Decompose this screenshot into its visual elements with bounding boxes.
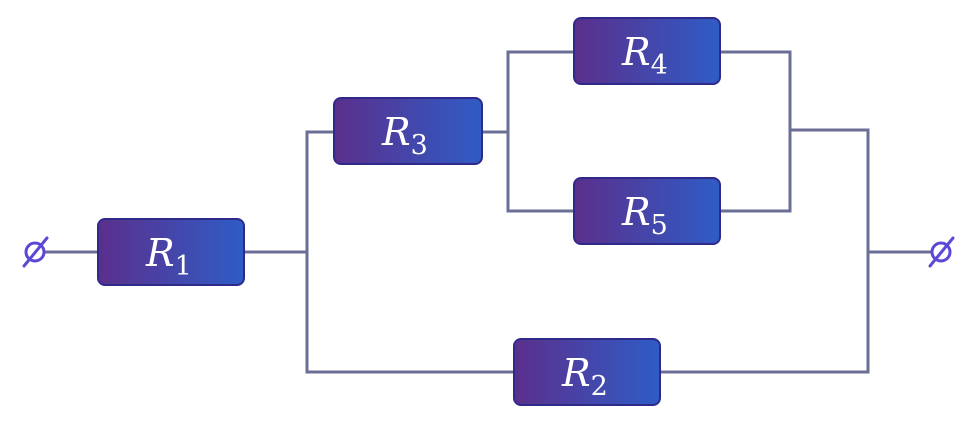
resistor-body xyxy=(573,17,721,85)
resistor-r5[interactable]: R5 xyxy=(573,177,721,245)
terminal-icon xyxy=(928,236,955,268)
resistor-subscript: 1 xyxy=(175,251,192,282)
resistor-subscript: 5 xyxy=(651,210,668,241)
terminal-input[interactable] xyxy=(22,236,49,268)
svg-text:R2: R2 xyxy=(561,351,608,402)
resistor-body xyxy=(573,177,721,245)
svg-text:R4: R4 xyxy=(621,30,668,81)
resistor-symbol: R xyxy=(561,351,591,395)
resistor-symbol: R xyxy=(621,190,651,234)
resistor-subscript: 3 xyxy=(411,130,428,161)
terminal-output[interactable] xyxy=(928,236,955,268)
resistor-body xyxy=(97,218,245,286)
resistor-symbol: R xyxy=(621,30,651,74)
svg-text:R5: R5 xyxy=(621,190,668,241)
resistor-subscript: 4 xyxy=(651,50,668,81)
wires xyxy=(44,50,932,374)
resistor-symbol: R xyxy=(381,110,411,154)
resistor-body xyxy=(333,97,483,165)
resistor-symbol: R xyxy=(145,231,175,275)
svg-text:R1: R1 xyxy=(145,231,192,282)
terminal-icon xyxy=(22,236,49,268)
resistor-r2[interactable]: R2 xyxy=(513,338,661,406)
resistor-r4[interactable]: R4 xyxy=(573,17,721,85)
resistor-body xyxy=(513,338,661,406)
resistor-r3[interactable]: R3 xyxy=(333,97,483,165)
svg-text:R3: R3 xyxy=(381,110,428,161)
resistor-subscript: 2 xyxy=(591,371,608,402)
resistor-r1[interactable]: R1 xyxy=(97,218,245,286)
